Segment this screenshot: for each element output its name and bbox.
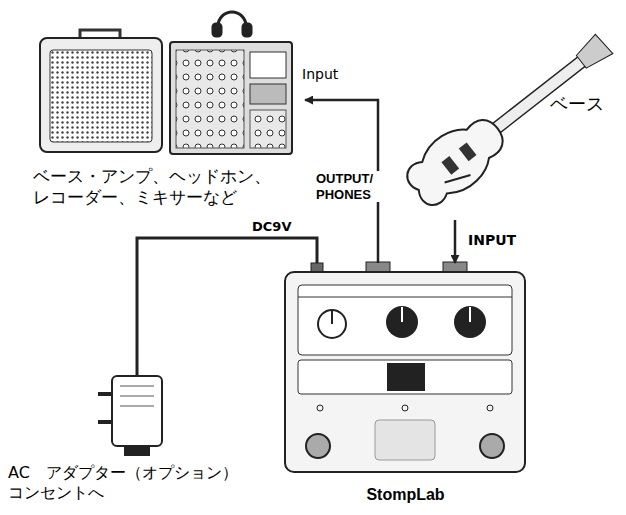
equipment-group: ベース・アンプ、ヘッドホン、 レコーダー、ミキサーなど xyxy=(25,8,305,213)
bass-amp xyxy=(40,30,162,152)
adapter-box: AC アダプター（オプション） コンセントへ xyxy=(5,345,255,512)
node-text: StompLab xyxy=(278,485,533,505)
edge-label: INPUT xyxy=(466,232,518,248)
port-label: OUTPUT/ PHONES xyxy=(314,171,380,202)
stomplab-pedal xyxy=(285,262,525,472)
bass-guitar-box: ベース xyxy=(418,15,618,220)
edge-label: DC9V xyxy=(250,219,293,234)
ac-adapter xyxy=(98,345,162,456)
node-text: ベース・アンプ、ヘッドホン、 レコーダー、ミキサーなど xyxy=(33,166,283,209)
edge-label: Input xyxy=(300,66,340,82)
pedal-box: StompLab xyxy=(278,263,535,510)
node-text: ベース xyxy=(550,93,614,116)
power-cable xyxy=(137,238,317,345)
signal-arrow xyxy=(454,220,457,263)
mixer xyxy=(170,42,292,154)
headphones xyxy=(213,12,251,36)
bass-guitar xyxy=(399,22,624,215)
node-text: AC アダプター（オプション） コンセントへ xyxy=(8,463,253,503)
